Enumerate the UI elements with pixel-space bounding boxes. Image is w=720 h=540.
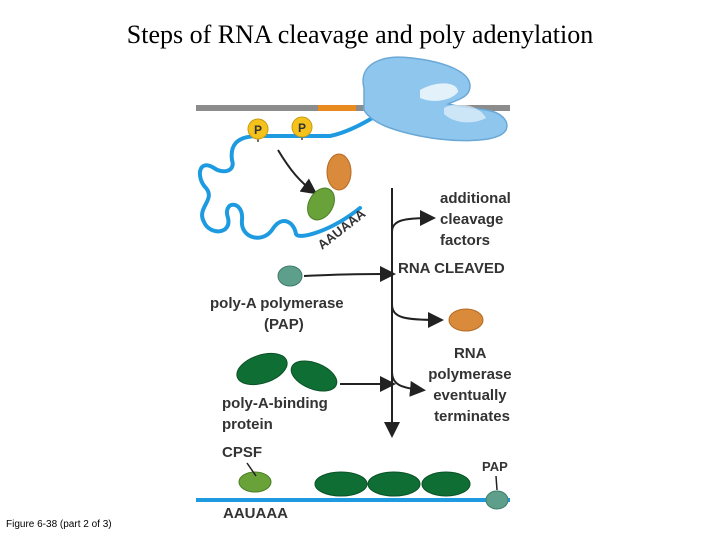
pabp-label: poly-A-binding protein <box>222 395 332 433</box>
pabp-bound-icon <box>421 471 471 497</box>
rna-polymerase-terminates-label: RNA polymerase eventually terminates <box>428 345 516 425</box>
rna-cleaved-label: RNA CLEAVED <box>398 260 505 277</box>
label-line: poly-A-binding <box>222 395 328 412</box>
label-line: terminates <box>434 408 510 425</box>
pap-pointer <box>495 475 498 491</box>
pap-icon <box>277 265 303 287</box>
pap-short-label: PAP <box>482 459 508 474</box>
phosphate-label: P <box>254 123 262 137</box>
cpsf-label: CPSF <box>222 444 262 461</box>
figure-caption: Figure 6-38 (part 2 of 3) <box>6 519 112 530</box>
slide-title: Steps of RNA cleavage and poly adenylati… <box>126 20 594 49</box>
cleavage-factor-icon <box>326 153 352 191</box>
bottom-sequence-label: AAUAAA <box>223 505 288 522</box>
cpsf-icon <box>307 187 335 221</box>
pabp-bound-icon <box>367 471 421 497</box>
phosphate-icon: P <box>247 118 269 142</box>
pabp-icon <box>236 352 288 386</box>
cleavage-factors-arrow <box>391 210 436 233</box>
pap-bound-icon <box>485 490 509 510</box>
phosphate-icon: P <box>291 116 313 140</box>
label-line: eventually <box>433 387 507 404</box>
cpsf-pointer <box>246 462 257 477</box>
label-line: poly-A polymerase <box>210 295 344 312</box>
additional-cleavage-factors-label: additional cleavage factors <box>440 190 515 249</box>
label-line: protein <box>222 416 273 433</box>
rna-polymerase <box>362 56 508 142</box>
pabp-bound-icon <box>314 471 368 497</box>
released-cleavage-factor-icon <box>448 308 484 332</box>
recruitment-arrow <box>277 149 318 195</box>
phosphate-label: P <box>298 121 306 135</box>
pap-arrow <box>303 266 396 283</box>
label-line: cleavage <box>440 211 503 228</box>
termination-arrow <box>391 371 426 397</box>
rna-transcript <box>197 108 387 240</box>
label-line: additional <box>440 190 511 207</box>
label-line: polymerase <box>428 366 511 383</box>
label-line: factors <box>440 232 490 249</box>
label-line: (PAP) <box>264 316 304 333</box>
cpsf-bound-icon <box>238 471 272 493</box>
pabp-icon <box>290 360 338 392</box>
release-arrow <box>391 303 444 328</box>
pap-label: poly-A polymerase (PAP) <box>210 295 348 333</box>
label-line: RNA <box>454 345 487 362</box>
